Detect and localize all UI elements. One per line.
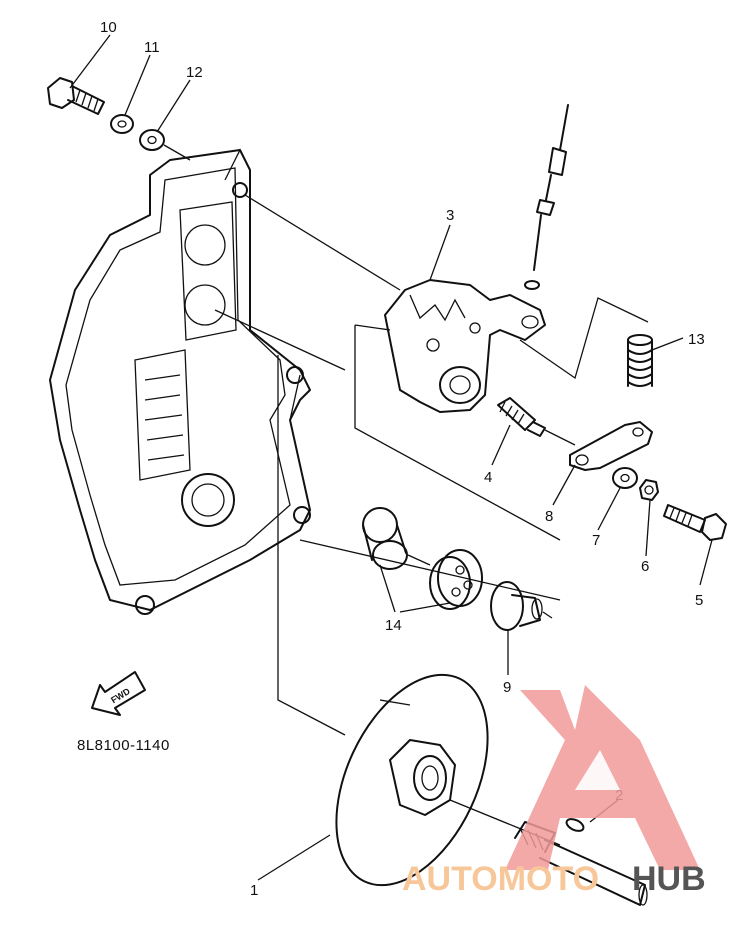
callout-5: 5 [695,592,703,609]
bolt-10 [47,77,105,115]
callout-8: 8 [545,508,553,525]
lock-washer-11 [110,114,134,134]
callout-numbers: 10 11 12 3 13 4 8 7 6 5 14 9 2 1 [100,19,705,899]
housing-cover [49,148,311,615]
callout-10: 10 [100,19,117,36]
callout-9: 9 [503,679,511,696]
callout-6: 6 [641,558,649,575]
fwd-arrow-icon: FWD [91,671,146,716]
nut-6 [639,479,659,501]
callout-13: 13 [688,331,705,348]
ring-14 [429,549,483,610]
link-plate-8 [569,421,653,471]
pin-4 [497,397,546,437]
callout-4: 4 [484,469,492,486]
watermark-logo: AUTOMOTO HUB [402,685,706,898]
callout-12: 12 [186,64,203,81]
callout-leaders [69,34,713,881]
callout-7: 7 [592,532,600,549]
watermark-text-part1: AUTOMOTO [402,860,599,898]
throttle-cable [524,104,569,290]
key-2 [565,818,585,832]
diagram-code: 8L8100-1140 [77,737,170,754]
spring-13 [627,334,653,387]
callout-3: 3 [446,207,454,224]
slider-9 [490,581,543,631]
callout-11: 11 [144,39,160,56]
callout-1: 1 [250,882,258,899]
sheave-disc-1 [335,673,489,887]
lever-bracket-3 [384,279,546,413]
callout-14: 14 [385,617,402,634]
washer-7 [612,467,638,489]
flat-washer-12 [139,129,165,151]
watermark-text-part2: HUB [632,860,706,898]
bolt-5 [663,504,727,541]
assembly-lines [214,194,561,846]
cap-14 [362,507,408,570]
